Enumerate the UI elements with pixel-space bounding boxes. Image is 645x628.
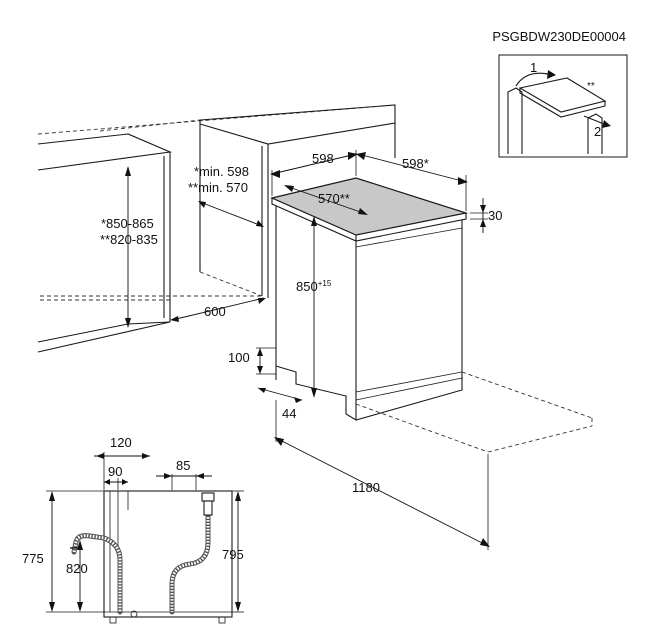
detail-note: **	[587, 81, 595, 92]
door-open-dimension: 1180	[274, 400, 490, 550]
side-view	[70, 490, 233, 624]
dishwasher-body	[270, 177, 593, 453]
appliance-width-dimension: 598	[270, 150, 358, 196]
side-height-hose: 820	[66, 561, 88, 576]
plinth-depth: 44	[282, 406, 296, 421]
appliance-depth: 598*	[402, 156, 429, 171]
side-offset-b: 90	[108, 464, 122, 479]
niche-height-b: **820-835	[100, 232, 158, 247]
niche-width-dimension: *min. 598 **min. 570	[188, 164, 264, 227]
height-left-dimension: 775	[22, 490, 104, 613]
side-height-left: 775	[22, 551, 44, 566]
document-code: PSGBDW230DE00004	[492, 29, 626, 44]
plinth-height-dimension: 100	[228, 347, 276, 375]
door-open-depth: 1180	[352, 480, 380, 495]
height-right-dimension: 795	[222, 490, 244, 613]
niche-height-a: *850-865	[101, 216, 154, 231]
inner-depth: 570**	[318, 191, 350, 206]
main-height: 850+15	[296, 279, 332, 294]
top-height: 30	[488, 208, 502, 223]
plinth-height: 100	[228, 350, 250, 365]
height-hose-dimension: 820	[66, 540, 88, 612]
niche-depth: 600	[204, 304, 226, 319]
niche-width-a: *min. 598	[194, 164, 249, 179]
offset-b-dimension: 90	[104, 464, 128, 490]
side-offset-a: 120	[110, 435, 132, 450]
inner-depth-dimension: 570**	[284, 185, 368, 215]
top-height-dimension: 30	[470, 198, 502, 233]
detail-step-2: 2	[594, 124, 601, 139]
niche-outline	[37, 104, 396, 353]
niche-height-dimension: *850-865 **820-835	[100, 166, 158, 328]
side-height-right: 795	[222, 547, 244, 562]
offset-a-dimension: 120	[94, 435, 150, 490]
niche-width-b: **min. 570	[188, 180, 248, 195]
offset-c-dimension: 85	[156, 458, 212, 490]
niche-depth-dimension: 600	[170, 297, 266, 322]
appliance-width: 598	[312, 151, 334, 166]
plinth-depth-dimension: 44	[257, 387, 303, 421]
side-offset-c: 85	[176, 458, 190, 473]
appliance-depth-dimension: 598*	[356, 152, 468, 211]
detail-inset: 1 2 **	[498, 54, 628, 158]
detail-step-1: 1	[530, 60, 537, 75]
main-height-dimension: 850+15	[296, 216, 332, 398]
